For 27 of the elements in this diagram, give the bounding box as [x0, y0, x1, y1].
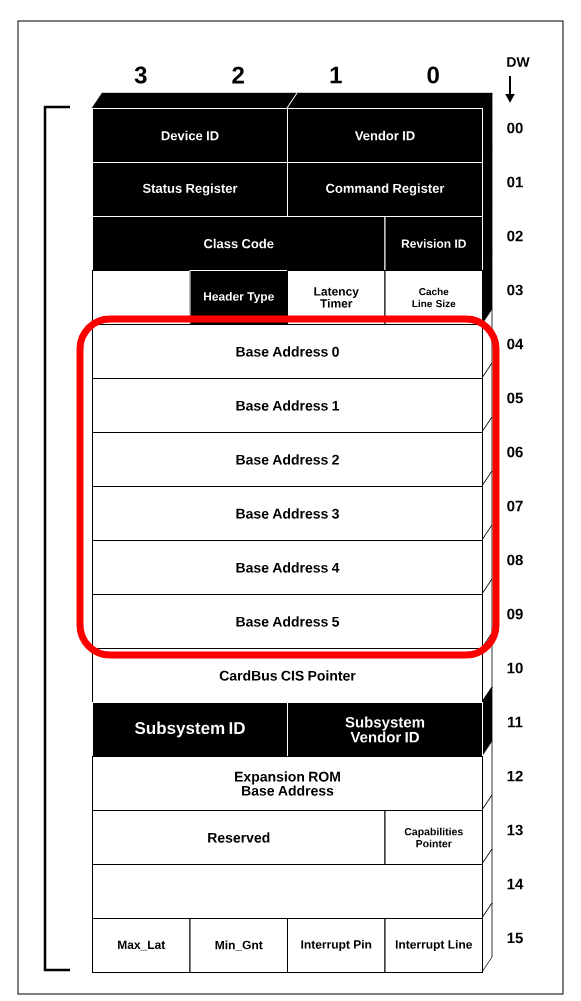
row-number: 00: [507, 122, 523, 134]
row-number: 02: [507, 230, 523, 242]
row-number: 06: [507, 446, 523, 458]
row-number: 14: [507, 878, 524, 890]
row-number: 09: [507, 608, 523, 620]
byte-number: 2: [232, 66, 244, 84]
row-number: 11: [508, 716, 523, 728]
register-cell: Status Register: [92, 162, 288, 217]
register-cell: Interrupt Pin: [287, 918, 386, 973]
register-cell: Min_Gnt: [189, 918, 288, 973]
row-number: 01: [507, 176, 523, 188]
byte-number: 0: [427, 66, 439, 84]
byte-number: 3: [134, 66, 147, 84]
row-number: 15: [507, 932, 523, 944]
row-number: 05: [507, 392, 523, 404]
row-number: 03: [507, 284, 523, 296]
row-number: 08: [507, 554, 523, 566]
row-number: 13: [507, 824, 523, 836]
register-cell: Device ID: [92, 108, 288, 163]
row-number: 12: [507, 770, 523, 782]
column-heading: DW: [507, 57, 530, 67]
row-number: 10: [507, 662, 523, 674]
row-number: 04: [507, 338, 524, 350]
register-cell: Subsystem ID: [92, 702, 288, 757]
register-cell: Max_Lat: [92, 918, 191, 973]
byte-number: 1: [330, 66, 342, 84]
row-number: 07: [507, 500, 523, 512]
